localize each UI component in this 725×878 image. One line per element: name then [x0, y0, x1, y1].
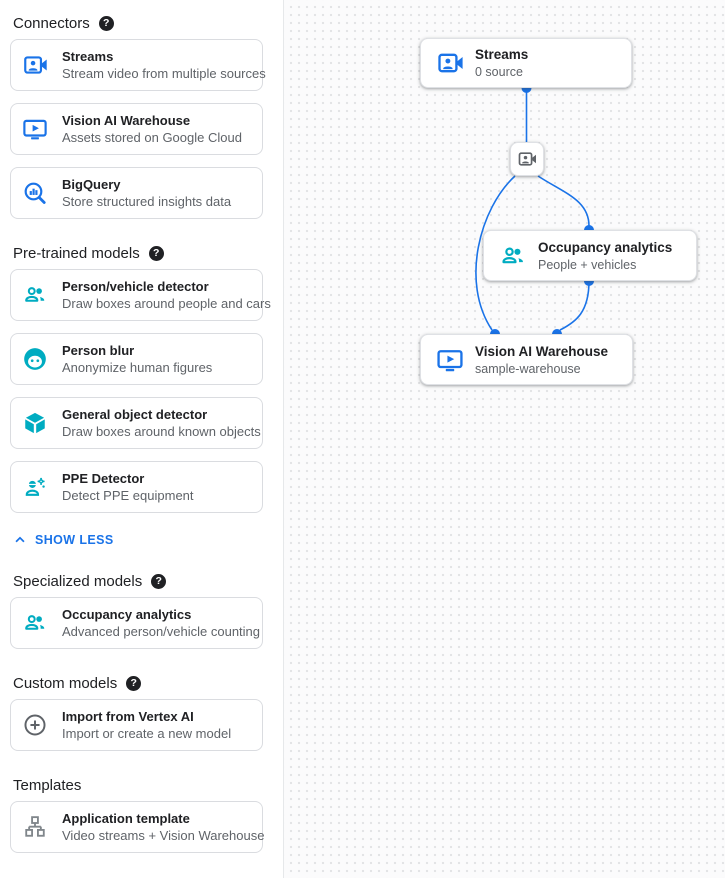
bigquery-icon [22, 180, 48, 206]
palette-item-person-vehicle-detector[interactable]: Person/vehicle detector Draw boxes aroun… [10, 269, 271, 321]
palette-item-desc: Video streams + Vision Warehouse [62, 828, 265, 843]
palette-item-title: PPE Detector [62, 471, 145, 486]
palette-item-bigquery[interactable]: BigQuery Store structured insights data [10, 167, 263, 219]
section-custom-models: Custom models ? Import from Vertex AI Im… [10, 673, 263, 751]
palette-item-vision-warehouse[interactable]: Vision AI Warehouse Assets stored on Goo… [10, 103, 263, 155]
node-title: Occupancy analytics [538, 239, 673, 255]
people-group-icon [22, 610, 48, 636]
palette-item-desc: Draw boxes around known objects [62, 424, 261, 439]
palette-item-desc: Store structured insights data [62, 194, 232, 209]
section-title-text: Templates [13, 776, 82, 794]
section-title-specialized: Specialized models ? [13, 571, 263, 591]
node-occupancy-analytics[interactable]: Occupancy analytics People + vehicles [483, 230, 697, 281]
palette-item-general-object-detector[interactable]: General object detector Draw boxes aroun… [10, 397, 263, 449]
node-vision-ai-warehouse[interactable]: Vision AI Warehouse sample-warehouse [420, 334, 633, 385]
palette-item-title: Occupancy analytics [62, 607, 192, 622]
video-camera-icon [517, 149, 537, 169]
palette-item-title: Vision AI Warehouse [62, 113, 191, 128]
palette-item-title: BigQuery [62, 177, 121, 192]
people-group-icon [22, 282, 48, 308]
node-title: Streams [475, 47, 529, 62]
section-title-text: Specialized models [13, 572, 143, 590]
cube-icon [22, 410, 48, 436]
section-title-text: Custom models [13, 674, 118, 692]
smart-display-icon [436, 346, 464, 374]
schema-icon [22, 814, 48, 840]
help-icon[interactable]: ? [151, 573, 167, 589]
palette-item-title: Streams [62, 49, 114, 64]
palette-item-title: Import from Vertex AI [62, 709, 194, 724]
palette-item-desc: Detect PPE equipment [62, 488, 194, 503]
palette-item-title: Person blur [62, 343, 135, 358]
palette-item-occupancy-analytics[interactable]: Occupancy analytics Advanced person/vehi… [10, 597, 263, 649]
palette-item-desc: Import or create a new model [62, 726, 232, 741]
node-stream-processor[interactable] [510, 142, 544, 176]
face-icon [22, 346, 48, 372]
section-title-connectors: Connectors ? [13, 13, 263, 33]
graph-edges [475, 83, 594, 339]
smart-display-icon [22, 116, 48, 142]
palette-item-title: General object detector [62, 407, 208, 422]
palette-item-application-template[interactable]: Application template Video streams + Vis… [10, 801, 265, 853]
show-less-label: SHOW LESS [35, 533, 114, 547]
plus-circle-icon [22, 712, 48, 738]
section-connectors: Connectors ? Streams Stream video from m… [10, 13, 266, 219]
help-icon[interactable]: ? [98, 15, 114, 31]
ppe-icon [22, 474, 48, 500]
section-title-templates: Templates [13, 775, 263, 795]
palette-item-desc: Draw boxes around people and cars [62, 296, 271, 311]
help-icon[interactable]: ? [126, 675, 142, 691]
section-pretrained-models: Pre-trained models ? Person/vehicle dete… [10, 243, 271, 513]
people-group-icon [499, 242, 527, 270]
node-subtitle: 0 source [475, 65, 523, 79]
video-camera-icon [436, 49, 464, 77]
video-camera-icon [22, 52, 48, 78]
node-streams[interactable]: Streams 0 source [420, 38, 632, 88]
palette-item-import-vertex-ai[interactable]: Import from Vertex AI Import or create a… [10, 699, 263, 751]
palette-item-ppe-detector[interactable]: PPE Detector Detect PPE equipment [10, 461, 263, 513]
palette-item-title: Person/vehicle detector [62, 279, 209, 294]
show-less-button[interactable]: SHOW LESS [13, 533, 114, 547]
section-templates: Templates Application template Video str… [10, 775, 265, 853]
section-title-text: Pre-trained models [13, 244, 140, 262]
palette-item-streams[interactable]: Streams Stream video from multiple sourc… [10, 39, 266, 91]
component-palette: Connectors ? Streams Stream video from m… [0, 0, 284, 878]
palette-item-person-blur[interactable]: Person blur Anonymize human figures [10, 333, 263, 385]
help-icon[interactable]: ? [148, 245, 164, 261]
section-title-custom: Custom models ? [13, 673, 263, 693]
palette-item-title: Application template [62, 811, 190, 826]
section-title-text: Connectors [13, 14, 90, 32]
palette-item-desc: Assets stored on Google Cloud [62, 130, 242, 145]
graph-canvas[interactable]: Streams 0 source Occupancy analytics Peo… [284, 0, 725, 878]
palette-item-desc: Anonymize human figures [62, 360, 213, 375]
palette-item-desc: Stream video from multiple sources [62, 66, 266, 81]
edge-occupancy-warehouse [559, 280, 590, 331]
chevron-up-icon [15, 536, 25, 543]
node-title: Vision AI Warehouse [475, 343, 609, 359]
section-specialized-models: Specialized models ? Occupancy analytics… [10, 571, 263, 649]
palette-item-desc: Advanced person/vehicle counting [62, 624, 261, 639]
edge-processor-occupancy [537, 175, 590, 227]
section-title-pretrained: Pre-trained models ? [13, 243, 263, 263]
node-subtitle: People + vehicles [538, 257, 637, 272]
node-subtitle: sample-warehouse [475, 361, 581, 376]
